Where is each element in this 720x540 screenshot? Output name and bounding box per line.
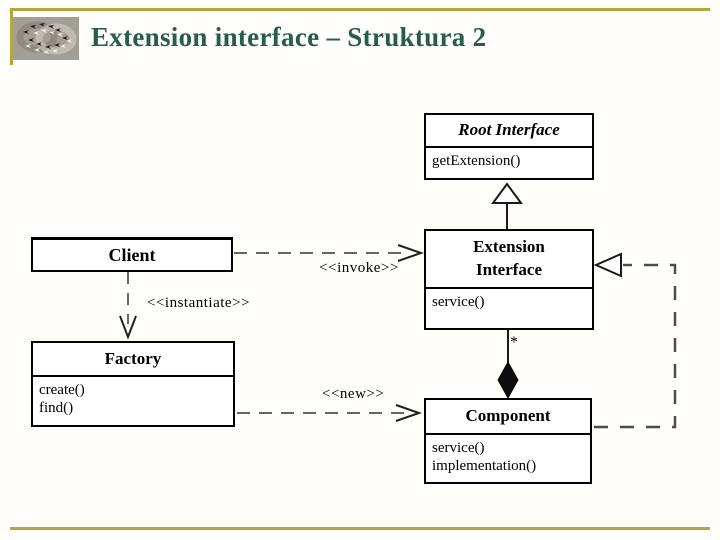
realization-dashed-connector	[593, 252, 677, 429]
instantiate-label: <<instantiate>>	[147, 295, 250, 311]
instantiate-dashed-arrow	[119, 272, 137, 340]
generalization-connector	[491, 182, 523, 229]
class-name-factory: Factory	[33, 343, 233, 377]
class-name-component: Component	[426, 400, 590, 435]
class-name-root-interface: Root Interface	[426, 115, 592, 148]
method-implementation: implementation()	[432, 458, 537, 475]
slide-title: Extension interface – Struktura 2	[91, 22, 487, 52]
method-getextension: getExtension()	[432, 153, 521, 169]
method-create: create()	[39, 382, 85, 398]
class-box-client: Client	[31, 237, 233, 272]
class-box-root-interface: Root Interface getExtension()	[424, 113, 594, 180]
left-accent-line	[10, 8, 13, 65]
new-label: <<new>>	[322, 386, 385, 402]
invoke-dashed-arrow	[234, 244, 425, 262]
class-box-extension-interface: Extension Interface service()	[424, 229, 594, 330]
invoke-label: <<invoke>>	[319, 260, 399, 276]
escher-birds-logo	[13, 17, 79, 60]
multiplicity-label: *	[510, 334, 519, 351]
class-name-extension-interface: Extension Interface	[426, 231, 592, 289]
bottom-accent-line	[10, 527, 710, 530]
new-dashed-arrow	[237, 404, 423, 422]
class-name-client: Client	[108, 244, 156, 265]
class-box-factory: Factory create() find()	[31, 341, 235, 427]
method-find: find()	[39, 400, 74, 417]
top-accent-line	[10, 8, 710, 11]
method-component-service: service()	[432, 440, 485, 456]
method-service: service()	[432, 294, 485, 310]
class-box-component: Component service() implementation()	[424, 398, 592, 484]
